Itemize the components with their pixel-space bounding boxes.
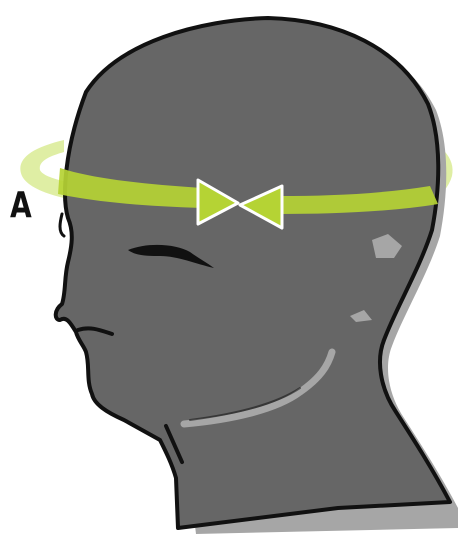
head-profile-icon	[56, 18, 450, 528]
measurement-label-a: A	[10, 184, 37, 228]
